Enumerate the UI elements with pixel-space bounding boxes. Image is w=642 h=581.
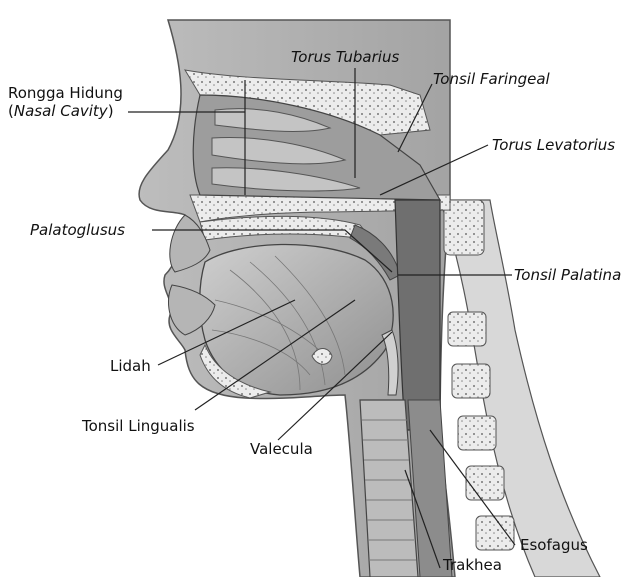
- label-trakhea: Trakhea: [443, 556, 502, 574]
- label-tonsil-faringeal: Tonsil Faringeal: [433, 70, 550, 88]
- label-palatoglusus: Palatoglusus: [30, 221, 125, 239]
- label-tonsil-palatina: Tonsil Palatina: [514, 266, 621, 284]
- label-valecula: Valecula: [250, 440, 313, 458]
- label-nasal-cavity-line2: (Nasal Cavity): [8, 102, 123, 120]
- label-nasal-cavity-line1: Rongga Hidung: [8, 84, 123, 102]
- label-torus-levatorius: Torus Levatorius: [492, 136, 615, 154]
- label-paren-close: ): [108, 102, 114, 120]
- label-lidah: Lidah: [110, 357, 151, 375]
- label-tonsil-lingualis: Tonsil Lingualis: [82, 417, 195, 435]
- label-nasal-cavity: Rongga Hidung (Nasal Cavity): [8, 84, 123, 120]
- label-torus-tubarius: Torus Tubarius: [291, 48, 399, 66]
- label-esofagus: Esofagus: [520, 536, 588, 554]
- label-nasal-cavity-italic: Nasal Cavity: [14, 102, 108, 120]
